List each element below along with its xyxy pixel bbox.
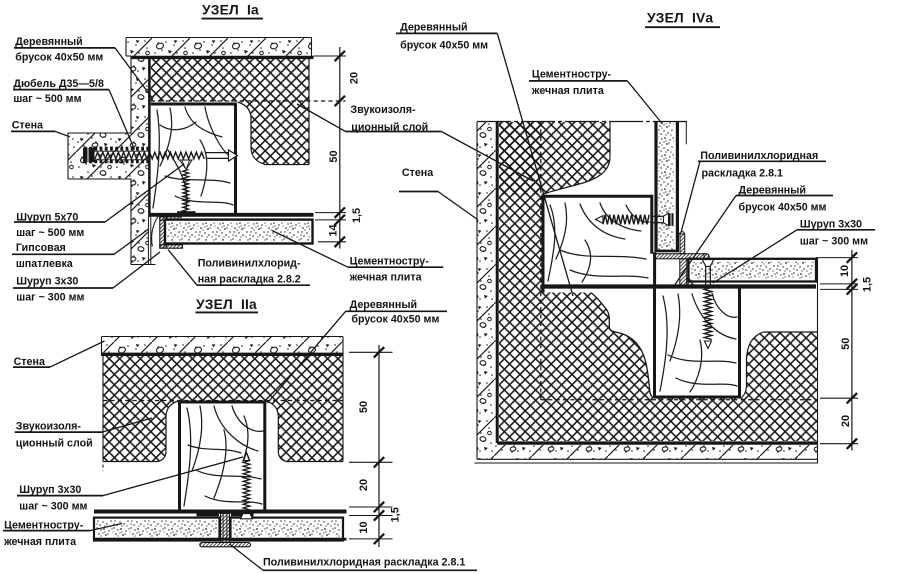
svg-text:шаг ~ 300 мм: шаг ~ 300 мм [800,236,868,248]
svg-text:Цементностру-: Цементностру- [350,256,430,268]
svg-text:УЗЕЛ IIа: УЗЕЛ IIа [196,297,257,312]
svg-text:Стена: Стена [402,167,434,179]
svg-text:20: 20 [840,415,852,427]
svg-text:брусок 40х50 мм: брусок 40х50 мм [351,313,439,325]
svg-text:Деревянный: Деревянный [350,299,417,311]
svg-text:Деревянный: Деревянный [400,22,467,34]
svg-text:Шуруп 3х30: Шуруп 3х30 [800,219,862,231]
svg-text:раскладка 2.8.1: раскладка 2.8.1 [702,167,784,179]
svg-text:Шуруп 3х30: Шуруп 3х30 [16,276,78,288]
svg-text:шаг ~ 500 мм: шаг ~ 500 мм [16,227,84,239]
svg-text:Гипсовая: Гипсовая [16,242,66,254]
svg-text:шаг ~ 500 мм: шаг ~ 500 мм [13,93,81,105]
svg-text:ная раскладка 2.8.2: ная раскладка 2.8.2 [198,273,301,285]
svg-text:10: 10 [839,265,851,277]
svg-text:жечная плита: жечная плита [531,85,605,97]
svg-text:шаг ~ 300 мм: шаг ~ 300 мм [19,500,87,512]
svg-text:Стена: Стена [12,120,44,132]
svg-text:50: 50 [328,150,340,162]
svg-text:Поливинилхлоридная раскладка 2: Поливинилхлоридная раскладка 2.8.1 [263,557,465,569]
svg-text:Стена: Стена [14,356,46,368]
svg-text:10: 10 [358,521,370,533]
svg-text:УЗЕЛ Iа: УЗЕЛ Iа [202,3,259,18]
svg-text:жечная плита: жечная плита [3,536,77,548]
svg-text:Поливинилхлоридная: Поливинилхлоридная [700,150,818,162]
svg-text:20: 20 [349,72,361,84]
svg-text:1,5: 1,5 [862,277,874,292]
svg-text:Цементностру-: Цементностру- [532,69,612,81]
svg-text:50: 50 [840,338,852,350]
svg-text:шпатлевка: шпатлевка [16,258,74,270]
svg-text:Деревянный: Деревянный [739,185,806,197]
svg-text:Деревянный: Деревянный [15,36,82,48]
svg-text:брусок 40х50 мм: брусок 40х50 мм [739,201,827,213]
svg-text:1,5: 1,5 [351,208,363,223]
svg-text:брусок 40х50 мм: брусок 40х50 мм [400,39,488,51]
svg-text:Шуруп 5х70: Шуруп 5х70 [16,212,78,224]
svg-text:20: 20 [358,479,370,491]
svg-text:14: 14 [328,224,340,237]
svg-text:жечная плита: жечная плита [349,272,423,284]
svg-text:ционный слой: ционный слой [16,438,93,450]
svg-text:Звукоизоля-: Звукоизоля- [350,104,416,116]
svg-text:УЗЕЛ IVа: УЗЕЛ IVа [647,11,713,26]
svg-text:ционный слой: ционный слой [351,122,428,134]
svg-text:брусок 40х50 мм: брусок 40х50 мм [15,51,103,63]
svg-text:Поливинилхлорид-: Поливинилхлорид- [198,258,301,270]
svg-text:шаг ~ 300 мм: шаг ~ 300 мм [16,292,84,304]
svg-text:Звукоизоля-: Звукоизоля- [16,421,82,433]
svg-text:Шуруп 3х30: Шуруп 3х30 [19,484,81,496]
svg-text:Цементностру-: Цементностру- [4,520,84,532]
svg-text:50: 50 [358,401,370,413]
svg-text:1,5: 1,5 [389,507,401,522]
svg-text:Дюбель Д35—5/8: Дюбель Д35—5/8 [13,78,104,90]
